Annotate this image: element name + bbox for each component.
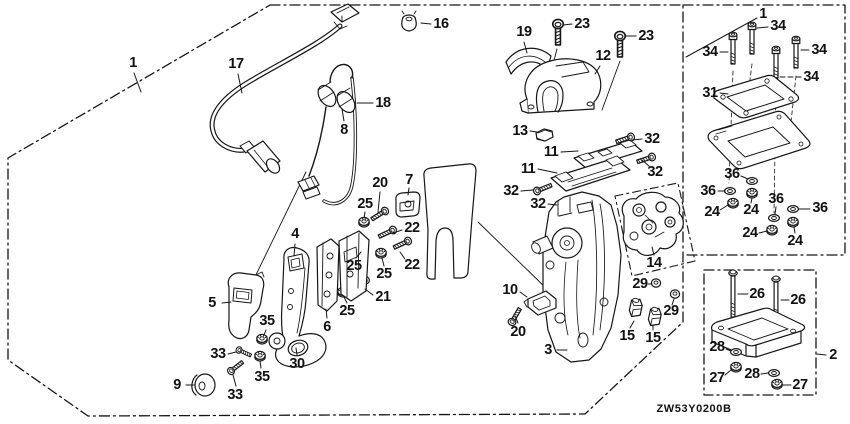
screw-22-b	[391, 235, 414, 252]
bolt-34-1	[728, 31, 738, 65]
nut-35-a	[256, 333, 268, 345]
tilt-bracket-14	[621, 191, 684, 256]
screw-23-b	[613, 30, 627, 58]
knob-9	[191, 373, 216, 397]
bolt-34-4	[791, 35, 801, 69]
boot-7	[395, 191, 421, 218]
plug-15-a	[627, 296, 644, 319]
grommet-16	[401, 10, 417, 32]
nut-27-b	[771, 378, 783, 390]
bolt-26-1	[728, 269, 738, 318]
washer-36-2	[723, 187, 737, 195]
cable-connector-bottom	[239, 140, 281, 174]
bracket-plate-11-upper	[573, 139, 643, 169]
bracket-plate-11-lower	[550, 155, 631, 192]
cover-12	[519, 58, 602, 114]
mount-pad	[423, 163, 477, 280]
terminal-cap-8-left	[317, 81, 337, 108]
wire-harness-18	[297, 63, 358, 206]
callout-leader-lines	[133, 17, 827, 387]
bolt-34-2	[747, 21, 757, 55]
housing-3	[531, 191, 622, 363]
clip-10	[523, 290, 557, 316]
drawing-code: ZW53Y0200B	[656, 403, 732, 415]
bracket-14-box	[614, 182, 696, 277]
spacer-block	[710, 307, 806, 358]
washer-36-3	[767, 214, 781, 222]
grommet-29-b	[669, 289, 681, 299]
assembly-1-boundary	[7, 4, 684, 417]
harness-plug	[297, 175, 321, 200]
washer-36-4	[786, 205, 800, 213]
grommet-29-a	[650, 278, 662, 288]
washer-28-a	[729, 348, 743, 356]
clip-13	[535, 128, 554, 142]
cable-assembly-17	[209, 3, 360, 174]
screw-32-c	[531, 180, 554, 197]
nut-24-3	[766, 224, 778, 236]
nut-27-a	[730, 361, 742, 373]
lever-4-and-arm-30	[274, 246, 327, 368]
screw-33-a	[234, 345, 253, 360]
bolt-34-3	[771, 45, 781, 79]
nut-24-4	[787, 216, 799, 228]
nut-35-b	[254, 350, 266, 362]
terminal-cap-8-right	[336, 87, 356, 114]
screw-33-b	[225, 358, 246, 377]
grip-5	[227, 271, 265, 340]
pivot-disc	[268, 332, 286, 350]
screw-20-a	[369, 205, 391, 224]
nut-24-1	[746, 187, 758, 199]
nut-25-c	[375, 247, 387, 259]
screw-23-a	[551, 18, 565, 46]
plug-15-b	[646, 305, 663, 328]
gasket-plate	[707, 110, 811, 170]
washer-28-b	[767, 369, 781, 377]
nut-24-2	[727, 197, 739, 209]
plate-31	[712, 74, 800, 119]
kit-box-1	[682, 4, 846, 256]
kit-box-2	[703, 269, 817, 396]
bracket-6	[316, 230, 370, 312]
cable-connector-top	[330, 3, 360, 30]
nut-25-a	[358, 216, 370, 228]
